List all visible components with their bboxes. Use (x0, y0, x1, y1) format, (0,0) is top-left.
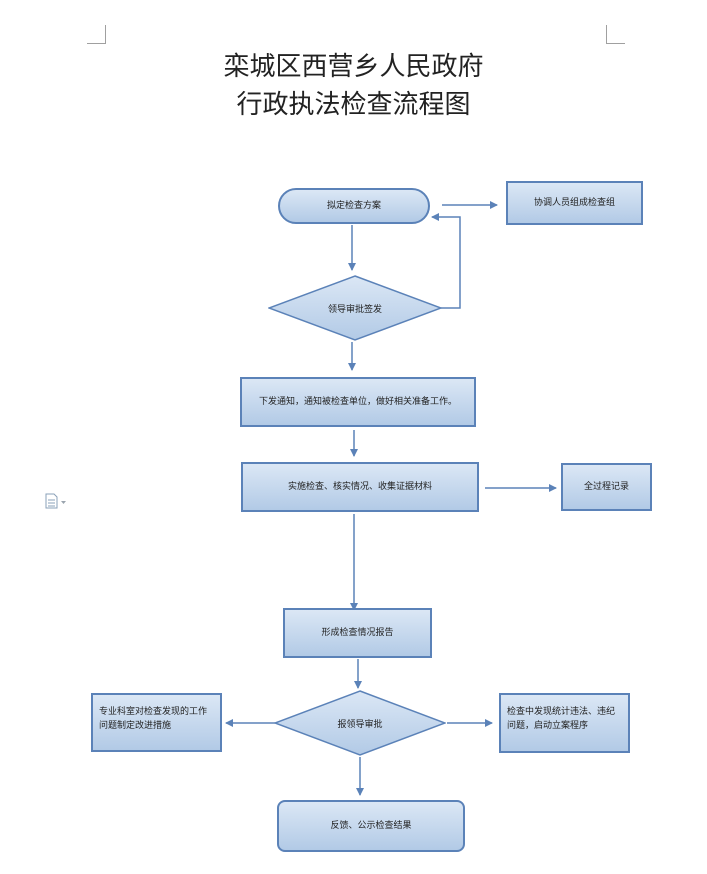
title-line-2: 行政执法检查流程图 (236, 90, 471, 120)
node-notify-label: 下发通知，通知被检查单位，做好相关准备工作。 (258, 397, 457, 407)
node-plan: 拟定检查方案 (278, 188, 430, 224)
node-case-label: 检查中发现统计违法、违纪问题，启动立案程序 (507, 707, 616, 731)
node-coordinate-label: 协调人员组成检查组 (533, 198, 615, 208)
node-report-approve: 报领导审批 (274, 690, 446, 756)
node-coordinate: 协调人员组成检查组 (506, 181, 643, 225)
page-corner-mark-top-left (87, 25, 106, 44)
node-approve-label: 领导审批签发 (327, 304, 382, 315)
diamond-shape (268, 275, 442, 341)
node-report-approve-label: 报领导审批 (337, 719, 383, 730)
node-record-label: 全过程记录 (583, 482, 629, 492)
node-report-label: 形成检查情况报告 (321, 628, 394, 638)
node-record: 全过程记录 (561, 463, 652, 511)
node-implement-label: 实施检查、核实情况、收集证据材料 (287, 482, 432, 492)
node-case: 检查中发现统计违法、违纪问题，启动立案程序 (499, 693, 630, 753)
arrow-approve-back-to-plan (431, 213, 461, 309)
node-rectify: 专业科室对检查发现的工作问题制定改进措施 (91, 693, 222, 752)
node-implement: 实施检查、核实情况、收集证据材料 (241, 462, 479, 512)
node-rectify-label: 专业科室对检查发现的工作问题制定改进措施 (99, 707, 208, 731)
node-notify: 下发通知，通知被检查单位，做好相关准备工作。 (240, 377, 476, 427)
document-icon[interactable] (45, 493, 67, 509)
node-feedback: 反馈、公示检查结果 (277, 800, 465, 852)
node-feedback-label: 反馈、公示检查结果 (330, 821, 412, 831)
page-corner-mark-top-right (606, 25, 625, 44)
node-plan-label: 拟定检查方案 (326, 201, 381, 211)
title-line-1: 栾城区西营乡人民政府 (223, 52, 484, 82)
diamond-shape (274, 690, 446, 756)
node-report: 形成检查情况报告 (283, 608, 432, 658)
node-approve: 领导审批签发 (268, 275, 442, 341)
